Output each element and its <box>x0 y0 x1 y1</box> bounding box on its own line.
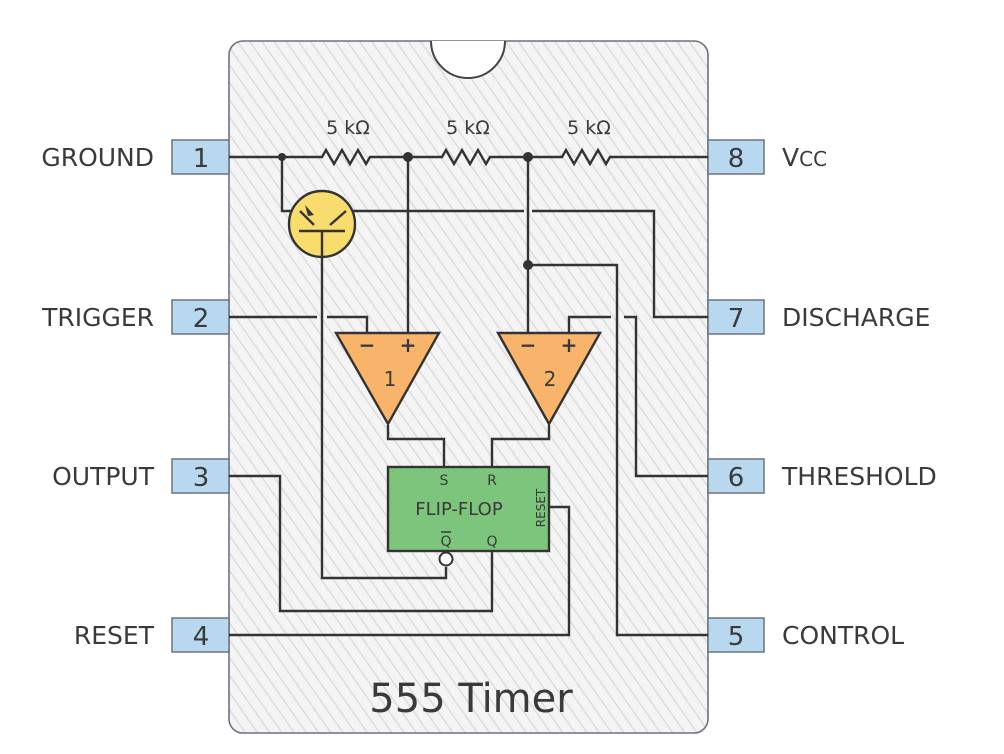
resistor-1-label: 5 kΩ <box>326 117 370 139</box>
comparator-1-plus: + <box>400 333 417 357</box>
pin-3-number: 3 <box>193 463 210 493</box>
pin-8-number: 8 <box>728 144 745 174</box>
wires <box>229 157 708 637</box>
pin-5-label: CONTROL <box>782 621 904 650</box>
pin-2[interactable]: 2 <box>171 299 230 335</box>
pin-1-label: GROUND <box>41 143 154 172</box>
pin-1-number: 1 <box>193 144 210 174</box>
comparator-2-number: 2 <box>544 367 557 391</box>
resistor-3-label: 5 kΩ <box>567 117 611 139</box>
pin-7[interactable]: 7 <box>707 299 765 335</box>
pin-8[interactable]: 8 <box>707 139 765 175</box>
pin-2-number: 2 <box>193 304 210 334</box>
pin-5[interactable]: 5 <box>707 617 765 653</box>
chip-title: 555 Timer <box>369 676 573 722</box>
pin-6-label: THRESHOLD <box>781 462 937 491</box>
discharge-transistor <box>287 189 357 259</box>
flipflop-r: R <box>487 473 497 489</box>
pin-2-label: TRIGGER <box>41 303 154 332</box>
pin-1[interactable]: 1 <box>171 139 230 175</box>
pin-4-number: 4 <box>193 622 210 652</box>
comparator-1-number: 1 <box>384 367 397 391</box>
pin-8-label: VCC <box>782 143 827 172</box>
pin-7-label: DISCHARGE <box>782 303 930 332</box>
divider-wire <box>229 147 708 167</box>
chip-notch <box>430 40 506 79</box>
pin-4-label: RESET <box>74 621 155 650</box>
resistor-2-label: 5 kΩ <box>446 117 490 139</box>
pin-7-number: 7 <box>728 304 745 334</box>
pin-3-label: OUTPUT <box>52 462 155 491</box>
flipflop-s: S <box>440 473 449 489</box>
pin-4[interactable]: 4 <box>171 617 230 653</box>
pin-3[interactable]: 3 <box>171 458 230 494</box>
comparator-1: − + 1 <box>333 331 442 427</box>
flip-flop: S R FLIP-FLOP Q Q RESET <box>386 465 551 567</box>
comparator-2-minus: − <box>520 333 537 357</box>
comparator-1-minus: − <box>359 333 376 357</box>
flipflop-q: Q <box>486 534 497 550</box>
comparator-2-plus: + <box>561 333 578 357</box>
flipflop-qbar: Q <box>440 534 451 550</box>
pin-6-number: 6 <box>728 463 745 493</box>
flipflop-label: FLIP-FLOP <box>415 499 503 520</box>
qbar-inversion-bubble <box>438 551 454 567</box>
flipflop-reset: RESET <box>534 488 548 527</box>
comparator-2: − + 2 <box>495 331 603 427</box>
pin-5-number: 5 <box>728 622 745 652</box>
pin-6[interactable]: 6 <box>707 458 765 494</box>
